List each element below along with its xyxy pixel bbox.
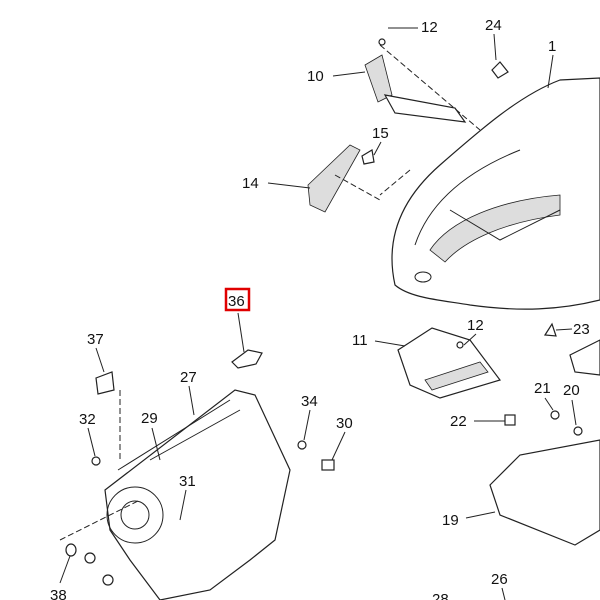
callout-31[interactable]: 31 [179, 473, 196, 490]
part-20 [573, 426, 583, 436]
part-19 [489, 439, 600, 546]
callout-20[interactable]: 20 [563, 382, 580, 399]
callout-32[interactable]: 32 [79, 411, 96, 428]
callout-28[interactable]: 28 [432, 591, 449, 600]
part-1-front-fender [391, 77, 600, 310]
part-nut [84, 552, 96, 564]
callout-10[interactable]: 10 [307, 68, 324, 85]
part-38 [65, 543, 77, 557]
callout-26[interactable]: 26 [491, 571, 508, 588]
part-22 [504, 414, 516, 426]
callout-12[interactable]: 12 [421, 19, 438, 36]
callout-19[interactable]: 19 [442, 512, 459, 529]
callout-24[interactable]: 24 [485, 17, 502, 34]
part-screw [102, 574, 114, 586]
part-37 [95, 371, 115, 395]
part-23 [543, 322, 557, 337]
part-24 [491, 61, 509, 79]
highlight-box [224, 287, 251, 312]
part-11-grip [424, 361, 489, 391]
callout-15[interactable]: 15 [372, 125, 389, 142]
part-36 [231, 349, 263, 369]
callout-21[interactable]: 21 [534, 380, 551, 397]
part-30 [321, 459, 335, 471]
callout-38[interactable]: 38 [50, 587, 67, 600]
callout-34[interactable]: 34 [301, 393, 318, 410]
leader-lines [59, 27, 577, 600]
callout-36[interactable]: 36 [228, 293, 245, 310]
callout-1[interactable]: 1 [548, 38, 556, 55]
callout-37[interactable]: 37 [87, 331, 104, 348]
callout-12b[interactable]: 12 [467, 317, 484, 334]
part-32 [91, 456, 101, 466]
part-12-bolt [378, 38, 386, 46]
callout-23[interactable]: 23 [573, 321, 590, 338]
callout-11[interactable]: 11 [352, 332, 368, 349]
part-34 [297, 440, 307, 450]
part-11 [397, 327, 501, 399]
part-21 [550, 410, 560, 420]
part-12-bolt-b [456, 341, 464, 349]
part-14 [307, 144, 361, 213]
callout-29[interactable]: 29 [141, 410, 158, 427]
part-15 [361, 149, 375, 165]
part-rear [569, 339, 600, 376]
callout-30[interactable]: 30 [336, 415, 353, 432]
callout-27[interactable]: 27 [180, 369, 197, 386]
part-27-side-cover [104, 389, 291, 600]
callout-14[interactable]: 14 [242, 175, 259, 192]
part-10 [364, 54, 467, 123]
callout-22[interactable]: 22 [450, 413, 467, 430]
